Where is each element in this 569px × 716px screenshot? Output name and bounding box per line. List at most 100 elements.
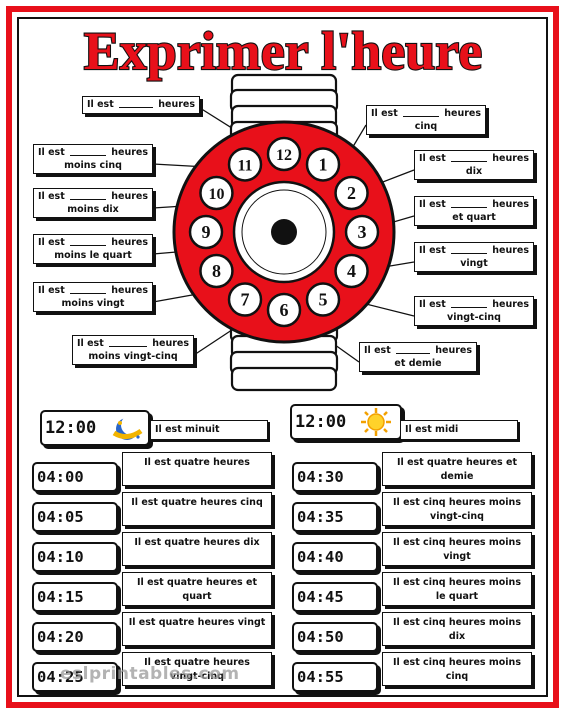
digital-time: 04:45 bbox=[292, 582, 378, 612]
clock-label-end: heures bbox=[111, 191, 148, 202]
clock-number-badge bbox=[305, 282, 341, 317]
clock-number: 11 bbox=[237, 157, 252, 174]
clock-number: 1 bbox=[319, 154, 328, 174]
clock-label-start: Il est bbox=[419, 153, 446, 164]
clock-label-start: Il est bbox=[419, 299, 446, 310]
time-sentence: Il est cinq heures moins cinq bbox=[382, 652, 532, 686]
digital-time: 04:15 bbox=[32, 582, 118, 612]
red-border bbox=[6, 6, 559, 708]
digital-time: 04:20 bbox=[32, 622, 118, 652]
blank-line bbox=[450, 152, 488, 162]
blank-line bbox=[450, 298, 488, 308]
clock-label-box: Il est heures bbox=[82, 96, 200, 114]
clock-label-start: Il est bbox=[364, 345, 391, 356]
clock-label-start: Il est bbox=[419, 245, 446, 256]
clock-label-second-line: cinq bbox=[414, 121, 438, 132]
clock-number: 8 bbox=[212, 261, 221, 281]
clock-label-end: heures bbox=[435, 345, 472, 356]
time-sentence: Il est quatre heures et demie bbox=[382, 452, 532, 486]
title-banner: Exprimer l'heure bbox=[83, 20, 484, 82]
clock-number: 3 bbox=[358, 222, 367, 242]
digital-time: 04:55 bbox=[292, 662, 378, 692]
blank-line bbox=[69, 236, 107, 246]
clock-number: 7 bbox=[241, 290, 250, 310]
clock-label-second-line: et demie bbox=[394, 358, 442, 369]
clock-label-second-line: vingt-cinq bbox=[447, 312, 501, 323]
digital-time: 04:00 bbox=[32, 462, 118, 492]
clock-label-second-line: moins le quart bbox=[54, 250, 132, 261]
clock-number-badge bbox=[199, 253, 234, 289]
midnight-time-text: 12:00 bbox=[45, 418, 97, 438]
clock-number-badge bbox=[334, 175, 369, 211]
clock-label-end: heures bbox=[158, 99, 195, 110]
clock-number-badge bbox=[266, 136, 302, 172]
clock-label-end: heures bbox=[111, 237, 148, 248]
time-sentence: Il est quatre heures vingt bbox=[122, 612, 272, 646]
clock-label-end: heures bbox=[492, 199, 529, 210]
blank-line bbox=[69, 190, 107, 200]
blank-line bbox=[118, 98, 154, 108]
clock-label-start: Il est bbox=[38, 147, 65, 158]
clock-number: 4 bbox=[347, 261, 356, 281]
digital-time: 04:50 bbox=[292, 622, 378, 652]
clock-number-badge bbox=[305, 147, 341, 182]
clock-number-badge bbox=[344, 214, 380, 250]
watermark: eslprintables.com bbox=[60, 664, 240, 684]
digital-time: 04:10 bbox=[32, 542, 118, 572]
midnight-time: 12:00 bbox=[40, 410, 150, 446]
midnight-answer: Il est minuit bbox=[150, 420, 268, 440]
digital-time: 04:30 bbox=[292, 462, 378, 492]
time-sentence: Il est quatre heures dix bbox=[122, 532, 272, 566]
clock-label-second-line: moins dix bbox=[67, 204, 119, 215]
clock-number: 6 bbox=[280, 300, 289, 320]
clock-number-badge bbox=[334, 253, 369, 289]
time-sentence: Il est quatre heures bbox=[122, 452, 272, 486]
time-sentence: Il est cinq heures moins vingt-cinq bbox=[382, 492, 532, 526]
clock-label-end: heures bbox=[492, 245, 529, 256]
clock-label-second-line: moins cinq bbox=[64, 160, 122, 171]
time-sentence: Il est quatre heures cinq bbox=[122, 492, 272, 526]
clock-label-second-line: dix bbox=[465, 166, 483, 177]
clock-number: 10 bbox=[208, 186, 224, 203]
blank-line bbox=[69, 284, 107, 294]
clock-label-end: heures bbox=[492, 153, 529, 164]
noon-answer: Il est midi bbox=[400, 420, 518, 440]
clock-number: 9 bbox=[202, 222, 211, 242]
clock-number-badge bbox=[188, 214, 224, 250]
clock-label-start: Il est bbox=[87, 99, 114, 110]
time-sentence: Il est cinq heures moins dix bbox=[382, 612, 532, 646]
clock-label-end: heures bbox=[111, 285, 148, 296]
time-sentence: Il est quatre heures et quart bbox=[122, 572, 272, 606]
time-sentence: Il est cinq heures moins le quart bbox=[382, 572, 532, 606]
clock-pivot bbox=[271, 219, 297, 245]
noon-time: 12:00 bbox=[290, 404, 402, 440]
clock-number-badge bbox=[227, 147, 263, 182]
clock-label-box: Il est heures moins le quart bbox=[33, 234, 153, 264]
clock-number: 5 bbox=[319, 290, 328, 310]
black-border bbox=[17, 17, 548, 697]
clock-label-start: Il est bbox=[38, 191, 65, 202]
digital-time: 04:35 bbox=[292, 502, 378, 532]
sun-icon bbox=[361, 408, 391, 436]
noon-time-text: 12:00 bbox=[295, 412, 347, 432]
clock-label-start: Il est bbox=[77, 338, 104, 349]
clock-label-start: Il est bbox=[419, 199, 446, 210]
blank-line bbox=[69, 146, 107, 156]
clock-label-end: heures bbox=[492, 299, 529, 310]
blank-line bbox=[450, 244, 488, 254]
page-title: Exprimer l'heure bbox=[84, 21, 482, 81]
clock-label-end: heures bbox=[444, 108, 481, 119]
clock-label-second-line: moins vingt bbox=[61, 298, 125, 309]
clock-label-start: Il est bbox=[38, 285, 65, 296]
clock-label-end: heures bbox=[152, 338, 189, 349]
clock-label-second-line: vingt bbox=[460, 258, 488, 269]
clock-label-start: Il est bbox=[38, 237, 65, 248]
clock-number: 12 bbox=[276, 147, 292, 164]
